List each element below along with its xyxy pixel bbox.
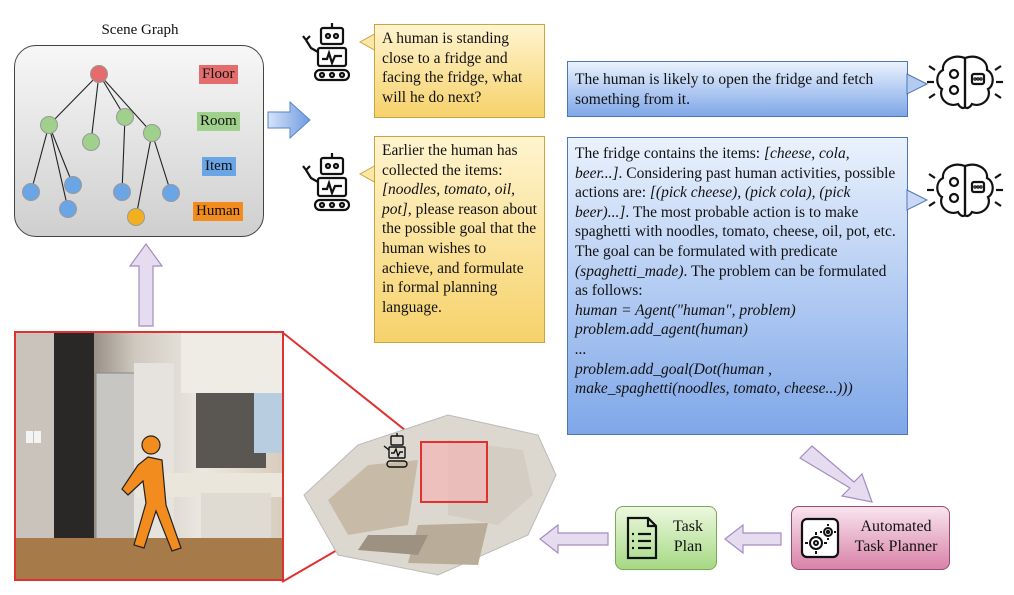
- kitchen-photo: [14, 331, 284, 581]
- robot-icon: [302, 153, 351, 212]
- node-human: [127, 208, 145, 226]
- node-room: [116, 108, 134, 126]
- walking-human-icon: [121, 435, 182, 552]
- planner-label-2: Task Planner: [854, 538, 938, 555]
- brain-icon: [927, 163, 1003, 218]
- left-arrow: [724, 523, 782, 555]
- code-line: human = Agent("human", problem): [575, 301, 796, 319]
- code-line: ...: [575, 340, 587, 358]
- planner-label-1: Automated: [860, 518, 932, 535]
- kitchen-scene: [16, 333, 282, 579]
- scene-graph-title: Scene Graph: [101, 22, 179, 38]
- task-plan: Task Plan: [615, 506, 717, 570]
- node-item: [59, 200, 77, 218]
- code-line: problem.add_goal(Dot(human ,: [575, 360, 773, 378]
- node-room: [82, 133, 100, 151]
- node-floor: [90, 65, 108, 83]
- task-plan-label-1: Task: [673, 518, 703, 535]
- llm-answer-2: The fridge contains the items: [cheese, …: [567, 137, 908, 435]
- node-item: [22, 183, 40, 201]
- a2-text-2: . Considering past human activities, pos…: [575, 164, 896, 202]
- a2-predicate: (spaghetti_made): [575, 262, 684, 280]
- a2-actions: [(pick cheese), (pick cola), (pick beer)…: [575, 184, 851, 221]
- right-arrow-blue: [267, 100, 311, 140]
- code-line: make_spaghetti(noodles, tomato, cheese..…: [575, 380, 853, 398]
- bubble-tail: [906, 73, 929, 95]
- node-room: [40, 116, 58, 134]
- code-line: problem.add_agent(human): [575, 321, 748, 339]
- task-plan-label-2: Plan: [673, 538, 703, 555]
- 3d-house-model: [303, 414, 557, 576]
- robot-small-icon: [383, 433, 408, 468]
- left-arrow: [539, 523, 609, 555]
- robot-question-1: A human is standing close to a fridge an…: [374, 24, 545, 118]
- scene-graph-panel: Floor Room Item Human: [14, 45, 264, 237]
- down-right-arrow: [799, 445, 873, 503]
- a2-text-3: . The most probable action is to make sp…: [575, 203, 896, 260]
- q2-text-1: Earlier the human has collected the item…: [382, 142, 518, 179]
- q2-text-2: , please reason about the possible goal …: [382, 200, 537, 316]
- node-item: [64, 176, 82, 194]
- a2-fridge-items: [cheese, cola, beer...]: [575, 145, 850, 182]
- a2-text-4: . The problem can be formulated as follo…: [575, 262, 887, 300]
- llm-answer-1: The human is likely to open the fridge a…: [567, 61, 908, 117]
- bubble-tail: [906, 189, 929, 211]
- legend-room: Room: [197, 112, 240, 131]
- node-room: [143, 124, 161, 142]
- gear-doc-icon: [800, 517, 840, 559]
- robot-question-2: Earlier the human has collected the item…: [374, 136, 545, 343]
- document-list-icon: [626, 516, 658, 560]
- legend-item: Item: [202, 157, 236, 176]
- robot-icon: [302, 23, 351, 82]
- node-item: [113, 183, 131, 201]
- up-arrow: [128, 242, 164, 327]
- brain-icon: [927, 55, 1003, 110]
- legend-floor: Floor: [199, 65, 238, 84]
- scene-graph-tree: [22, 65, 180, 226]
- q2-items: [noodles, tomato, oil, pot]: [382, 181, 516, 218]
- node-item: [162, 184, 180, 202]
- a2-text-1: The fridge contains the items:: [575, 145, 764, 162]
- legend-human: Human: [193, 202, 244, 221]
- automated-task-planner: Automated Task Planner: [791, 506, 950, 570]
